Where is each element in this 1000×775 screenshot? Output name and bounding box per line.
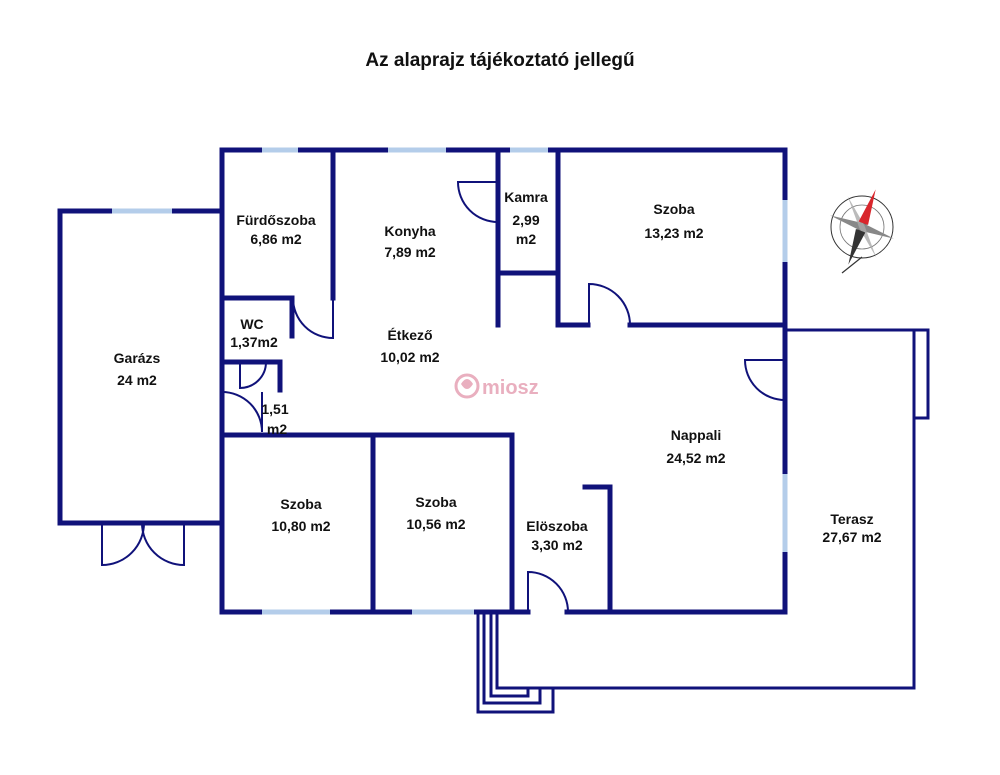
windows bbox=[112, 147, 788, 615]
room-area-konyha: 7,89 m2 bbox=[384, 244, 436, 260]
room-name-szoba-1: Szoba bbox=[653, 201, 694, 217]
room-name-terasz: Terasz bbox=[830, 511, 873, 527]
watermark: miosz bbox=[454, 373, 539, 399]
room-area-garazs: 24 m2 bbox=[117, 372, 157, 388]
room-name-kamra: Kamra bbox=[504, 189, 548, 205]
room-area-kamra-1: 2,99 bbox=[512, 212, 539, 228]
room-labels: Fürdőszoba 6,86 m2 Konyha 7,89 m2 Kamra … bbox=[114, 189, 882, 553]
room-name-garazs: Garázs bbox=[114, 350, 161, 366]
watermark-heart-icon bbox=[461, 379, 473, 389]
watermark-logo-icon bbox=[454, 373, 480, 399]
room-name-szoba-3: Szoba bbox=[415, 494, 456, 510]
page-title: Az alaprajz tájékoztató jellegű bbox=[365, 50, 635, 71]
room-area-terasz: 27,67 m2 bbox=[822, 529, 881, 545]
room-name-szoba-2: Szoba bbox=[280, 496, 321, 512]
room-area-szoba-2: 10,80 m2 bbox=[271, 518, 330, 534]
room-area-eloszoba: 3,30 m2 bbox=[531, 537, 583, 553]
room-area-kis-1: 1,51 bbox=[261, 401, 288, 417]
walls bbox=[57, 147, 930, 714]
room-area-kis-2: m2 bbox=[267, 421, 287, 437]
room-area-szoba-3: 10,56 m2 bbox=[406, 516, 465, 532]
room-area-etkezo: 10,02 m2 bbox=[380, 349, 439, 365]
room-area-kamra-2: m2 bbox=[516, 231, 536, 247]
watermark-text: miosz bbox=[482, 377, 539, 399]
room-name-eloszoba: Elöszoba bbox=[526, 518, 588, 534]
room-area-szoba-1: 13,23 m2 bbox=[644, 225, 703, 241]
room-name-etkezo: Étkező bbox=[387, 327, 432, 343]
room-area-furdoszoba: 6,86 m2 bbox=[250, 231, 302, 247]
room-area-wc: 1,37m2 bbox=[230, 334, 278, 350]
room-name-wc: WC bbox=[240, 316, 263, 332]
room-name-furdoszoba: Fürdőszoba bbox=[236, 212, 316, 228]
doors bbox=[101, 181, 786, 613]
compass-icon bbox=[830, 189, 894, 274]
room-name-konyha: Konyha bbox=[384, 223, 436, 239]
room-area-nappali: 24,52 m2 bbox=[666, 450, 725, 466]
room-name-nappali: Nappali bbox=[671, 427, 722, 443]
